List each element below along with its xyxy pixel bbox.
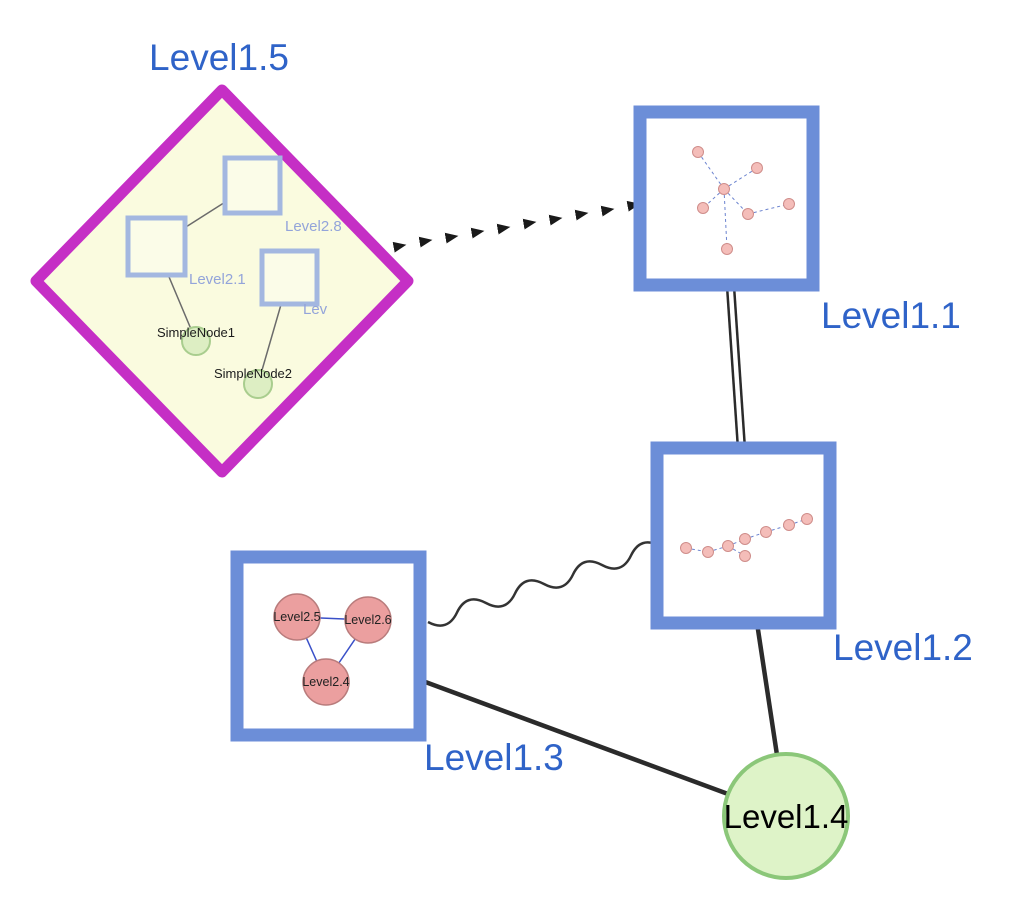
mini-graph-node[interactable] bbox=[692, 146, 704, 158]
node-lev-square[interactable] bbox=[259, 248, 320, 307]
level11-box-shape[interactable] bbox=[633, 105, 820, 292]
node-level28-square[interactable] bbox=[222, 155, 283, 216]
node-level14-circle[interactable] bbox=[722, 752, 850, 880]
edge-level11-level12[interactable] bbox=[725, 285, 747, 450]
level26-label: Level2.6 bbox=[344, 613, 391, 627]
lev-label: Lev bbox=[303, 301, 328, 318]
edge-level12-level14[interactable] bbox=[754, 622, 780, 756]
mini-graph-node[interactable] bbox=[718, 183, 730, 195]
level21-label: Level2.1 bbox=[189, 271, 246, 288]
mini-graph-node[interactable] bbox=[783, 519, 795, 531]
mini-graph-node[interactable] bbox=[742, 208, 754, 220]
node-level25-circle[interactable] bbox=[273, 593, 321, 641]
node-level24-circle[interactable] bbox=[302, 658, 350, 706]
mini-graph-node[interactable] bbox=[739, 550, 751, 562]
simplenode2-label: SimpleNode2 bbox=[214, 366, 292, 381]
mini-graph-node[interactable] bbox=[702, 546, 714, 558]
edge-level15-level11[interactable] bbox=[392, 200, 641, 253]
mini-graph-node[interactable] bbox=[760, 526, 772, 538]
mini-graph-node[interactable] bbox=[783, 198, 795, 210]
simplenode1-label: SimpleNode1 bbox=[157, 325, 235, 340]
node-level13-box[interactable]: Level2.5 Level2.6 Level2.4 bbox=[230, 550, 427, 742]
level25-label: Level2.5 bbox=[273, 610, 320, 624]
node-level12-box[interactable] bbox=[650, 441, 837, 630]
mini-graph-node[interactable] bbox=[801, 513, 813, 525]
node-level11-box[interactable] bbox=[633, 105, 820, 292]
level12-mini-nodes[interactable] bbox=[680, 513, 813, 562]
level11-mini-edges bbox=[697, 151, 790, 250]
level11-label: Level1.1 bbox=[821, 295, 961, 336]
level28-label: Level2.8 bbox=[285, 218, 342, 235]
node-level21-square[interactable] bbox=[125, 215, 188, 278]
mini-graph-node[interactable] bbox=[697, 202, 709, 214]
mini-graph-node[interactable] bbox=[751, 162, 763, 174]
node-simplenode1-circle[interactable] bbox=[181, 326, 211, 356]
mini-graph-node[interactable] bbox=[680, 542, 692, 554]
mini-graph-node[interactable] bbox=[721, 243, 733, 255]
node-level15-diamond[interactable]: Level2.8 Level2.1 Lev SimpleNode1 Simple… bbox=[30, 84, 414, 478]
edge-level12-level13[interactable] bbox=[427, 541, 661, 627]
level14-label: Level1.4 bbox=[724, 798, 849, 835]
level24-label: Level2.4 bbox=[302, 675, 349, 689]
node-level26-circle[interactable] bbox=[344, 596, 392, 644]
mini-graph-node[interactable] bbox=[739, 533, 751, 545]
level11-mini-nodes[interactable] bbox=[692, 146, 795, 255]
edge-level13-level14[interactable] bbox=[419, 677, 729, 797]
level13-label: Level1.3 bbox=[424, 737, 564, 778]
mini-graph-node[interactable] bbox=[722, 540, 734, 552]
node-simplenode2-circle[interactable] bbox=[243, 369, 273, 399]
level12-label: Level1.2 bbox=[833, 627, 973, 668]
level13-box-shape[interactable] bbox=[230, 550, 427, 742]
level15-diamond-shape[interactable] bbox=[30, 84, 414, 478]
level15-label: Level1.5 bbox=[149, 37, 289, 78]
